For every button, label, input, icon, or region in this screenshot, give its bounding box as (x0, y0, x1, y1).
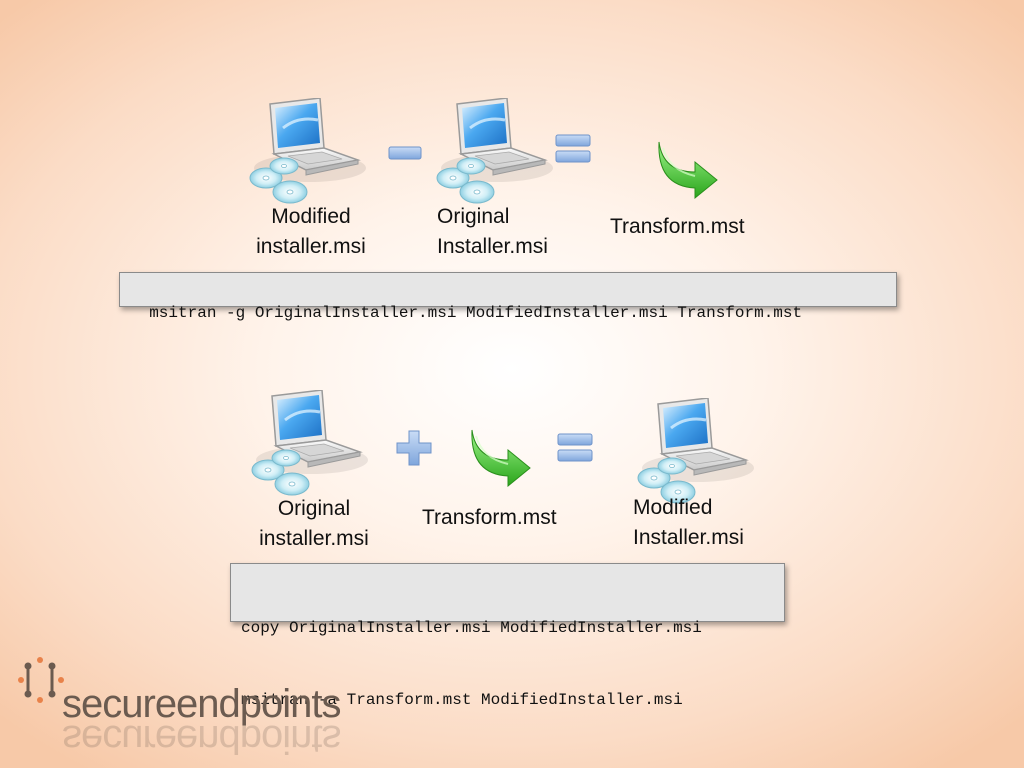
top-middle-label: Original Installer.msi (437, 205, 548, 258)
original-installer-laptop-icon (250, 390, 368, 497)
bottom-left-label: Original installer.msi (259, 497, 369, 550)
equals-icon (557, 433, 593, 462)
top-left-label: Modified installer.msi (256, 205, 366, 258)
bottom-command-line1: copy OriginalInstaller.msi ModifiedInsta… (241, 619, 702, 637)
logo-reflection: secureendpoints (62, 717, 341, 761)
plus-icon (396, 430, 432, 466)
logo-wordmark: secureendpoints (62, 682, 342, 726)
transform-arrow-icon (657, 141, 718, 199)
modified-installer-laptop-icon (636, 398, 754, 505)
minus-icon (388, 146, 422, 160)
bottom-middle-label: Transform.mst (422, 506, 557, 529)
equals-icon (555, 134, 591, 163)
top-command-text: msitran -g OriginalInstaller.msi Modifie… (149, 304, 803, 322)
top-command-box: msitran -g OriginalInstaller.msi Modifie… (119, 272, 897, 322)
transform-arrow-icon (470, 429, 531, 487)
bottom-right-label: Modified Installer.msi (633, 496, 744, 549)
bottom-command-line2: msitran -a Transform.mst ModifiedInstall… (241, 691, 683, 709)
top-right-label: Transform.mst (610, 215, 745, 238)
original-installer-laptop-icon (435, 98, 553, 205)
logo-mark-icon (18, 657, 64, 703)
bottom-command-box: copy OriginalInstaller.msi ModifiedInsta… (230, 563, 785, 709)
modified-installer-laptop-icon (248, 98, 366, 205)
